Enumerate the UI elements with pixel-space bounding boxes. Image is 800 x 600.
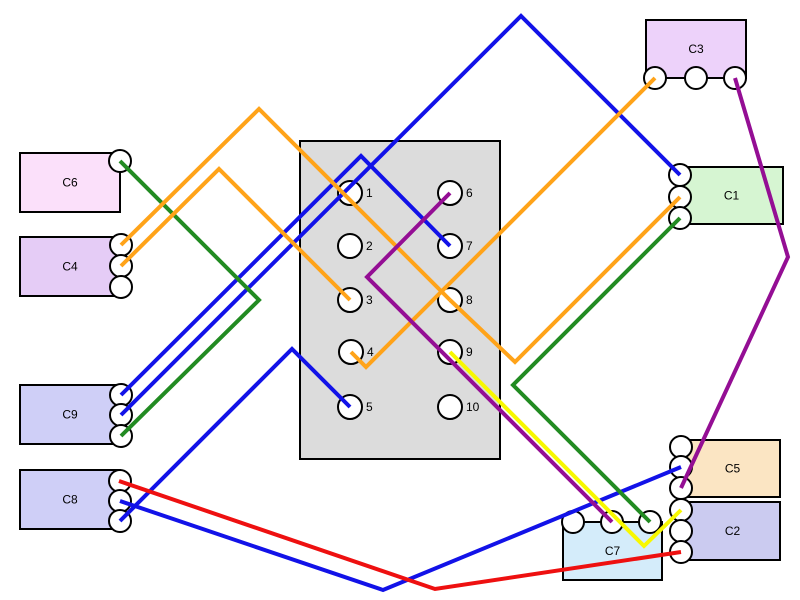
wire-c4-port2-to-pin3[interactable] bbox=[119, 166, 352, 302]
wire-c1-port3-to-c7-port3[interactable] bbox=[510, 216, 682, 524]
component-c8[interactable] bbox=[19, 469, 121, 530]
wire-pin6-to-c7-port2[interactable] bbox=[364, 191, 614, 524]
pin-2[interactable] bbox=[337, 233, 363, 259]
component-label-c7: C7 bbox=[605, 544, 621, 558]
wire-c9-port2-to-c1-port1[interactable] bbox=[119, 13, 682, 417]
pin-label-8: 8 bbox=[466, 293, 473, 307]
wire-c8-port2-to-c5-port2[interactable] bbox=[119, 465, 682, 593]
component-c6[interactable] bbox=[19, 152, 121, 213]
wire-pin9-to-c2-port1[interactable] bbox=[448, 350, 683, 549]
component-label-c1: C1 bbox=[724, 189, 740, 203]
port-c2-2[interactable] bbox=[669, 519, 693, 543]
component-label-c3: C3 bbox=[688, 42, 704, 56]
pin-label-10: 10 bbox=[466, 400, 480, 414]
pin-label-4: 4 bbox=[367, 345, 374, 359]
wire-c6-port1-to-c9-port3[interactable] bbox=[118, 159, 262, 438]
component-label-c5: C5 bbox=[725, 462, 741, 476]
wire-c3-port1-to-pin4[interactable] bbox=[349, 76, 657, 370]
component-label-c2: C2 bbox=[725, 524, 741, 538]
component-c4[interactable] bbox=[19, 236, 121, 297]
component-label-c6: C6 bbox=[62, 176, 78, 190]
wire-c3-port3-to-c5-port3[interactable] bbox=[679, 77, 791, 489]
pin-label-6: 6 bbox=[466, 186, 473, 200]
component-label-c8: C8 bbox=[62, 493, 78, 507]
wire-c8-port1-to-c2-port3[interactable] bbox=[118, 479, 682, 592]
pin-label-7: 7 bbox=[466, 239, 473, 253]
pin-label-5: 5 bbox=[366, 400, 373, 414]
pin-label-9: 9 bbox=[466, 345, 473, 359]
pin-10[interactable] bbox=[437, 394, 463, 420]
component-label-c9: C9 bbox=[62, 408, 78, 422]
port-c4-3[interactable] bbox=[109, 275, 133, 299]
pin-label-2: 2 bbox=[366, 239, 373, 253]
pin-label-3: 3 bbox=[366, 293, 373, 307]
wire-c9-port1-to-pin7[interactable] bbox=[119, 153, 452, 397]
wire-pin8-to-c1-port2[interactable] bbox=[448, 195, 682, 365]
pin-label-1: 1 bbox=[366, 186, 373, 200]
component-label-c4: C4 bbox=[62, 260, 78, 274]
wire-c4-port1-to-pin8[interactable] bbox=[119, 106, 452, 302]
pin-1[interactable] bbox=[337, 180, 363, 206]
wire-c8-port3-to-pin5[interactable] bbox=[118, 346, 352, 523]
port-c5-1[interactable] bbox=[669, 435, 693, 459]
port-c3-2[interactable] bbox=[684, 66, 708, 90]
